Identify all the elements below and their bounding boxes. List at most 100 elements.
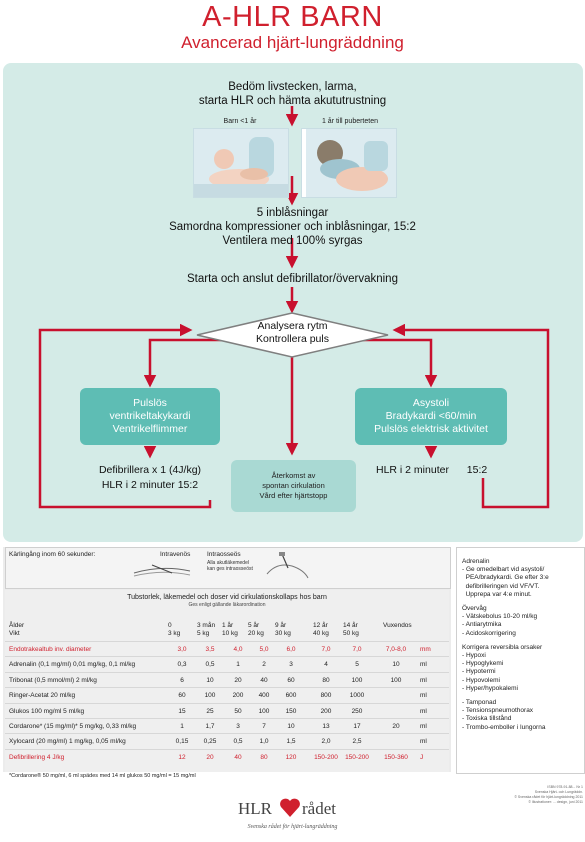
sidebar-item: - Hypoglykemi [462,660,504,668]
row-value: 150-200 [314,753,338,761]
row-value: 4,0 [233,646,243,653]
row-value: 7 [262,723,266,730]
tagline: Svenska rådet för hjärt-lungräddning [247,824,338,830]
row-value: 10 [287,723,295,730]
sidebar-box [456,547,585,774]
sidebar-item: - Trombo-emboller i lungorna [462,723,546,731]
heart-icon [280,798,300,817]
weight-cell: 30 kg [275,630,291,637]
row-value: 0,5 [205,661,215,669]
row-value: 15 [178,707,186,715]
row-value: 5,0 [259,646,269,653]
sidebar-item: - Acidoskorrigering [462,629,516,637]
row-value: 600 [285,692,297,700]
sidebar-item: - Antiarytmika [462,621,502,629]
row-value: 50 [234,707,242,715]
table-footnote: *Cordarone® 50 mg/ml, 6 ml spädes med 14… [9,773,196,779]
age-cell: 3 mån [197,622,216,629]
weight-cell: 3 kg [168,630,181,637]
row-value: 100 [390,676,402,684]
rosc-line3: Vård efter hjärtstopp [259,491,328,500]
weight-row: 3 kg 5 kg 10 kg 20 kg 30 kg 40 kg 50 kg [0,630,449,638]
access-label: Kärlingång inom 60 sekunder: [9,551,96,558]
row-value: 2 [262,661,266,669]
row-value: 2,5 [352,738,362,746]
row-value: 3,5 [205,646,215,653]
row-value: 2,0 [321,738,331,746]
sidebar-item: PEA/bradykardi. Ge efter 3:e [462,574,549,582]
right-box-line1: Asystoli [412,397,450,409]
weight-cell: 40 kg [313,630,329,637]
row-value: 200 [232,692,244,700]
row-value: 80 [260,753,268,761]
row-unit: ml [420,676,427,684]
row-value: 80 [322,676,330,684]
row-value: 20 [206,753,214,761]
right-box-line3: Pulslös elektrisk aktivitet [374,423,488,435]
row-value: 3 [289,661,293,669]
row-value: 12 [178,753,186,761]
row-value: 800 [320,692,332,700]
weight-cell: 20 kg [248,630,264,637]
row-value: 4 [324,661,328,669]
weight-cell: 5 kg [197,630,210,637]
shockable-rhythm-box: Pulslös ventrikeltakykardi Ventrikelflim… [80,388,220,445]
child-label: 1 år till puberteten [321,118,379,125]
sidebar-item: - Vätskebolus 10-20 ml/kg [462,613,538,621]
diamond-line2: Kontrollera puls [256,333,329,345]
left-action-line1: Defibrillera x 1 (4J/kg) [98,464,202,476]
weight-cell: 10 kg [222,630,238,637]
hlr-radet-logo: HLR rådet [230,795,360,821]
table-subtitle: Ges enligt gällande läkarordination [188,602,266,608]
iv-label: Intravenös [160,551,191,558]
logo-right-text: rådet [302,799,336,818]
row-value: 250 [351,707,363,715]
sidebar-item: - Tensionspneumothorax [462,707,534,715]
row-value: 40 [260,676,268,684]
child-cpr-illustration [301,128,397,198]
fine1: ISBN 978-91-88... Nr 1 [547,785,583,789]
row-value: 20 [234,676,242,684]
weight-cell: 50 kg [343,630,359,637]
row-label: Ringer-Acetat 20 ml/kg [9,692,76,700]
row-label: Xylocard (20 mg/ml) 1 mg/kg, 0,05 ml/kg [9,738,126,746]
row-value: 150-360 [384,753,408,761]
row-value: 1,0 [259,738,269,746]
row-value: 0,15 [175,738,189,746]
row-value: 60 [178,692,186,700]
row-value: 5 [355,661,359,669]
sidebar-item: Upprepa var 4:e minut. [462,590,532,598]
table-row: Cordarone* (15 mg/ml)* 5 mg/kg, 0,33 ml/… [5,718,449,734]
row-value: 400 [258,692,270,700]
table-row: Xylocard (20 mg/ml) 1 mg/kg, 0,05 ml/kg 0… [5,733,449,749]
step1-line1: Bedöm livstecken, larma, [228,81,357,93]
row-value: 1,5 [286,738,296,746]
sidebar-item: - Tamponad [462,699,497,707]
age-cell: 12 år [313,622,328,629]
age-cell: 0 [168,622,172,629]
sidebar-item: - Toxiska tillstånd [462,715,512,723]
weight-header: Vikt [9,630,20,637]
infant-cpr-illustration [193,128,289,198]
age-cell: 9 år [275,622,287,629]
analyze-diamond [196,312,389,358]
sidebar-notes: Adrenalin- Ge omedelbart vid asystoli/ P… [462,558,582,732]
row-unit: ml [420,707,427,715]
sidebar-item: - Ge omedelbart vid asystoli/ [462,566,545,574]
row-value: 0,3 [177,661,187,669]
io-note1: Alla akutläkemedel [207,560,249,566]
step1-line2: starta HLR och hämta akututrustning [198,95,387,107]
row-value: 7,0 [352,646,362,653]
sidebar-item: - Hypovolemi [462,676,500,684]
row-value: 100 [258,707,270,715]
age-cell: Vuxendos [383,622,412,629]
sidebar-heading: Övervåg [462,605,487,613]
row-value: 1 [180,723,184,730]
sidebar-item: - Hypotermi [462,668,496,676]
row-value: 6,0 [286,646,296,653]
table-title: Tubstorlek, läkemedel och doser vid cirk… [127,594,327,601]
